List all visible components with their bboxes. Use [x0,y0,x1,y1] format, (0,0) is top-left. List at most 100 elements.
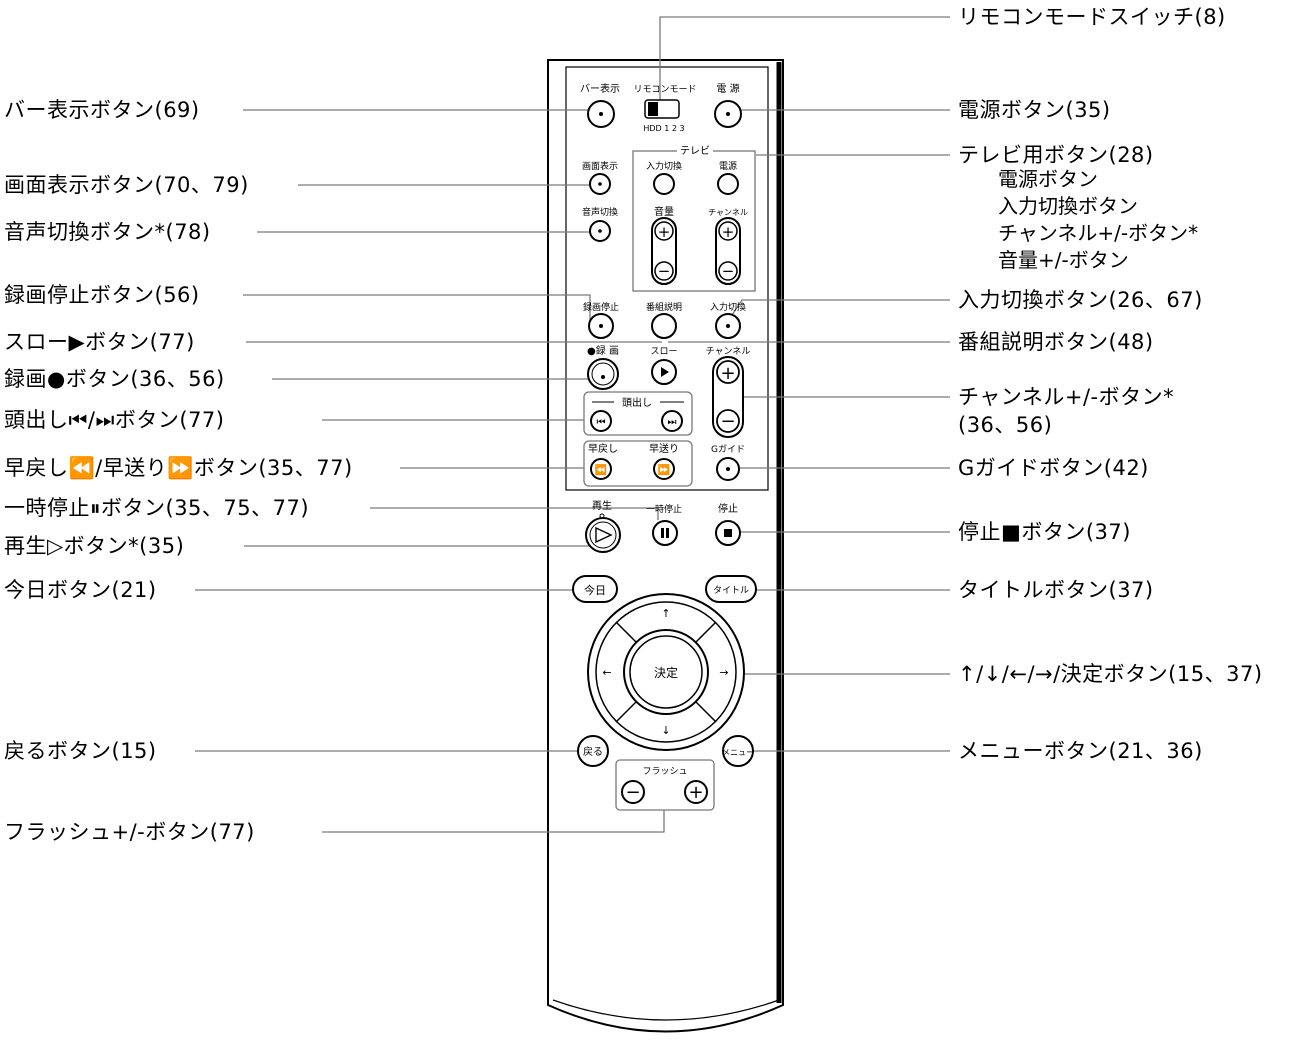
label-audio-switch: 音声切換ボタン*(78) [4,220,211,244]
label-stop: 停止■ボタン(37) [958,520,1131,544]
flash-minus-icon: − [625,782,640,803]
tv-sub-input: 入力切換ボタン [998,194,1138,218]
enter-caption: 決定 [654,665,678,680]
chapter-group [583,391,693,436]
pause-button[interactable] [652,520,678,546]
title-button[interactable] [705,575,757,603]
tv-channel-up-button[interactable] [718,221,738,241]
stop-icon [724,529,732,537]
label-remote-mode: リモコンモードスイッチ(8) [958,5,1226,29]
fast-forward-icon: ⏩ [658,463,670,476]
label-g-guide: Gガイドボタン(42) [958,456,1149,480]
label-arrows: ↑/↓/←/→/決定ボタン(15、37) [958,662,1263,686]
pause-icon-left [661,528,664,538]
input-switch-caption: 入力切換 [710,301,746,313]
label-tv-buttons: テレビ用ボタン(28) [958,143,1154,167]
label-rewind-ff: 早戻し⏪/早送り⏩ボタン(35、77) [4,456,353,480]
svg-text:−: − [722,262,735,280]
flash-plus-icon: + [688,782,703,803]
label-menu: メニューボタン(21、36) [958,739,1203,763]
volume-caption: 音量 [654,205,674,218]
rewind-icon: ⏪ [595,463,607,476]
leader-pause [370,507,659,520]
back-button[interactable] [577,735,609,767]
label-today: 今日ボタン(21) [4,578,157,602]
remote-top-panel [565,66,769,491]
tv-sub-volume: 音量+/-ボタン [998,248,1129,272]
svg-text:−: − [720,411,735,432]
fast-forward-caption: 早送り [649,442,679,455]
play-icon [595,526,613,544]
today-button[interactable] [572,575,618,603]
remote-mode-caption: リモコンモード [633,85,696,95]
label-record: 録画●ボタン(36、56) [4,367,225,391]
chapter-next-button[interactable] [661,410,683,432]
tv-power-button[interactable] [717,173,739,195]
program-info-button[interactable] [651,313,677,339]
chapter-next-icon: ⏭ [668,417,677,428]
slow-caption: スロー [650,347,677,357]
tv-power-caption: 電源 [719,161,737,172]
label-bar-display: バー表示ボタン(69) [4,98,200,122]
label-input-switch: 入力切換ボタン(26、67) [958,288,1203,312]
up-arrow-icon[interactable]: ↑ [661,607,670,620]
slow-icon [661,367,669,377]
chapter-caption: 頭出し [622,396,652,409]
tv-sub-power: 電源ボタン [998,167,1098,191]
right-arrow-icon[interactable]: → [719,666,728,679]
tv-channel-down-button[interactable] [718,261,738,281]
svg-text:+: + [720,363,735,384]
back-caption: 戻る [583,745,603,758]
tv-sub-channel: チャンネル+/-ボタン* [998,221,1199,245]
fast-forward-button[interactable] [653,458,675,480]
label-pause: 一時停止⏸ボタン(35、75、77) [4,496,310,520]
label-title: タイトルボタン(37) [958,578,1154,602]
label-power: 電源ボタン(35) [958,98,1111,122]
volume-down-button[interactable] [654,261,674,281]
rec-stop-caption: 録画停止 [583,301,619,313]
g-guide-caption: Gガイド [711,444,745,455]
pause-icon-right [666,528,669,538]
down-arrow-icon[interactable]: ↓ [661,724,670,737]
flash-minus-button[interactable] [621,780,645,804]
left-arrow-icon[interactable]: ← [602,666,611,679]
program-info-caption: 番組説明 [646,301,682,313]
tv-input-button[interactable] [653,173,675,195]
rewind-caption: 早戻し [588,442,618,455]
label-rec-stop: 録画停止ボタン(56) [4,283,200,307]
svg-text:+: + [658,223,671,241]
screen-display-caption: 画面表示 [582,160,618,172]
volume-up-button[interactable] [654,221,674,241]
channel-down-button[interactable] [716,409,740,433]
flash-plus-button[interactable] [684,780,708,804]
label-program-info: 番組説明ボタン(48) [958,330,1154,354]
title-caption: タイトル [713,585,749,596]
tv-channel-caption: チャンネル [708,208,748,217]
flash-caption: フラッシュ [642,766,687,777]
power-caption: 電 源 [716,82,739,95]
pause-caption: 一時停止 [646,503,682,515]
rewind-button[interactable] [590,458,612,480]
remote-body-bottom-edge [552,999,780,1021]
leader-input-switch [729,299,950,319]
channel-caption: チャンネル [706,346,751,357]
rewind-ff-group [583,440,693,487]
nav-ring [595,601,737,743]
menu-caption: メニュー [722,748,754,757]
tv-input-caption: 入力切換 [646,160,682,172]
leader-remote-mode [659,16,950,110]
menu-button[interactable] [722,735,754,767]
bar-display-caption: バー表示 [580,82,620,95]
stop-caption: 停止 [718,502,738,515]
channel-up-button[interactable] [716,360,740,384]
enter-button[interactable] [629,635,703,709]
chapter-prev-button[interactable] [590,410,612,432]
leader-lines [195,16,950,833]
label-flash: フラッシュ+/-ボタン(77) [4,820,255,844]
record-caption: ●録 画 [587,344,619,357]
remote-mode-positions: HDD 1 2 3 [643,124,684,133]
tv-group-caption: テレビ [680,145,710,157]
label-channel: チャンネル+/-ボタン* [958,385,1175,409]
